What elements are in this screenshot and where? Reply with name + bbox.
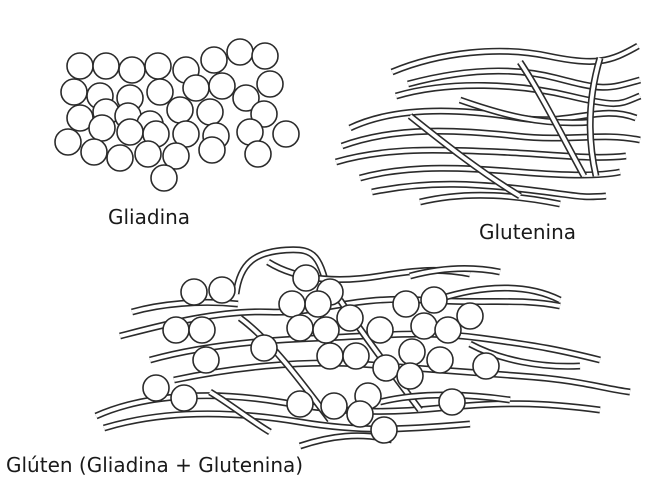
gliadin-particle (107, 145, 133, 171)
gliadin-particle (189, 317, 215, 343)
gliadin-particle (279, 291, 305, 317)
gliadin-particle (397, 363, 423, 389)
gliadin-particle (227, 39, 253, 65)
gliadin-particle (171, 385, 197, 411)
gliadin-particle (167, 97, 193, 123)
gliadin-particle (411, 313, 437, 339)
gliadin-particle (209, 73, 235, 99)
glutenin-strand (342, 131, 640, 146)
gliadin-particle (147, 79, 173, 105)
gliadin-particle (93, 53, 119, 79)
glutenin-strand (420, 195, 560, 204)
gliadin-particle (257, 71, 283, 97)
gluten-strand (104, 414, 470, 429)
gliadin-particle (399, 339, 425, 365)
gliadin-particle (367, 317, 393, 343)
gliadin-particle (313, 317, 339, 343)
gliadin-particle (293, 265, 319, 291)
glutenin-strands (336, 46, 640, 204)
gliadina-label: Gliadina (108, 205, 190, 229)
glutenina-label: Glutenina (479, 220, 576, 244)
gluten-strand (132, 302, 238, 312)
gliadin-particle (209, 277, 235, 303)
gliadin-particle (287, 391, 313, 417)
gliadin-particle (347, 401, 373, 427)
gliadin-particle (201, 47, 227, 73)
gliadin-particle (371, 417, 397, 443)
gliadin-particle (373, 355, 399, 381)
gliadin-particle (305, 291, 331, 317)
gliadin-particle (199, 137, 225, 163)
gluten-label: Glúten (Gliadina + Glutenina) (6, 453, 303, 477)
gliadin-particles (55, 39, 299, 191)
gliadin-particle (151, 165, 177, 191)
gliadin-particle (67, 53, 93, 79)
gliadin-particle (89, 115, 115, 141)
gliadin-particle (321, 393, 347, 419)
gliadin-particle (55, 129, 81, 155)
gliadin-particle (145, 53, 171, 79)
gliadin-particle (457, 303, 483, 329)
gliadin-particle (427, 347, 453, 373)
gliadin-particle (119, 57, 145, 83)
gliadin-particle (81, 139, 107, 165)
gliadin-particle (439, 389, 465, 415)
gliadin-particle (273, 121, 299, 147)
gliadin-particle (183, 75, 209, 101)
gliadin-particle (337, 305, 363, 331)
gliadin-particle (317, 343, 343, 369)
gliadin-particle (163, 317, 189, 343)
gliadin-particle (181, 279, 207, 305)
gliadin-particle (117, 119, 143, 145)
gliadin-particle (193, 347, 219, 373)
gliadin-particle (61, 79, 87, 105)
gliadin-particle (251, 335, 277, 361)
gliadin-particle (473, 353, 499, 379)
gliadin-particle (343, 343, 369, 369)
gliadin-particle (135, 141, 161, 167)
gliadin-particle (393, 291, 419, 317)
gliadin-particle (421, 287, 447, 313)
glutenin-strand (336, 150, 626, 162)
gliadin-particle (197, 99, 223, 125)
gliadin-particle (287, 315, 313, 341)
gliadin-particle (143, 375, 169, 401)
gliadin-particle (245, 141, 271, 167)
gliadin-particle (252, 43, 278, 69)
